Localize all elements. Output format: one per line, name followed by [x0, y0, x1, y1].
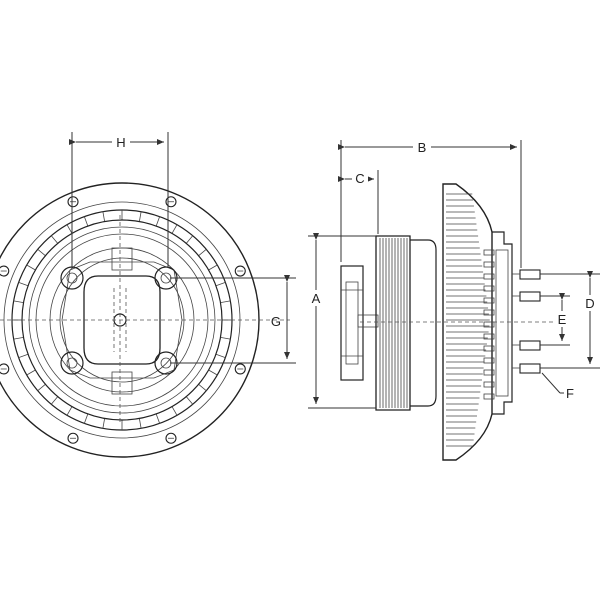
label-f: F	[566, 386, 574, 401]
rim-teeth	[12, 210, 232, 430]
side-studs	[512, 269, 541, 374]
pulley	[375, 235, 411, 411]
mounting-bracket	[340, 265, 364, 381]
label-e: E	[558, 312, 567, 327]
label-d: D	[585, 296, 594, 311]
dimension-f: F	[541, 372, 574, 401]
label-c: C	[355, 171, 364, 186]
dimension-g: G	[170, 275, 296, 364]
perimeter-bolts	[0, 196, 246, 444]
cooling-fins	[446, 193, 495, 447]
label-h: H	[116, 135, 125, 150]
dimension-h: H	[69, 132, 169, 268]
dimension-a: A	[308, 233, 376, 409]
label-b: B	[418, 140, 427, 155]
dimension-d: D	[540, 271, 600, 369]
pulley-grooves	[379, 238, 408, 408]
dimension-e: E	[540, 293, 570, 346]
front-view	[0, 182, 290, 458]
dimension-b: B	[338, 139, 522, 268]
side-view	[340, 183, 560, 461]
label-g: G	[271, 314, 281, 329]
label-a: A	[312, 291, 321, 306]
hub-plate	[83, 275, 161, 365]
dimension-c: C	[338, 170, 379, 234]
